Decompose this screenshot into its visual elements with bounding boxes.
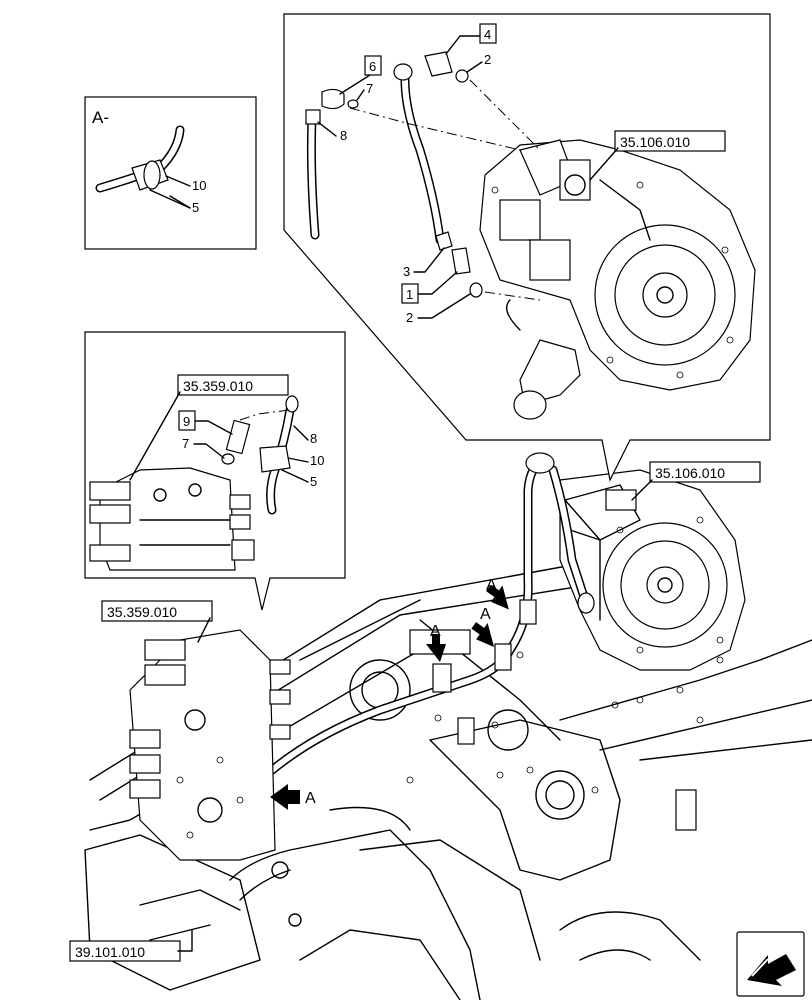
callout-10-middle: 10: [310, 453, 324, 468]
detail-a-label: A-: [92, 108, 109, 127]
view-label-a2: A: [480, 606, 491, 623]
callout-10-detail-a: 10: [192, 178, 206, 193]
main-pump-illustration: [559, 469, 746, 671]
ref-box-pump-top: 35.106.010: [589, 130, 726, 181]
callout-2-bottom: 2: [406, 310, 413, 325]
view-arrow-a4: A: [270, 784, 316, 810]
view-arrow-a2: A: [471, 606, 495, 647]
ref-box-valve-main: 35.359.010: [101, 600, 213, 643]
callout-box-4: [479, 23, 497, 44]
view-label-a4: A: [305, 790, 316, 807]
callout-7-top: 7: [366, 81, 373, 96]
ref-label-pump-main: 35.106.010: [655, 465, 725, 481]
callout-8-middle: 8: [310, 431, 317, 446]
ref-box-pump-main: 35.106.010: [631, 461, 761, 501]
callout-8-top: 8: [340, 128, 347, 143]
detail-a-panel: A-: [84, 96, 257, 250]
ref-box-frame: 39.101.010: [69, 929, 193, 962]
callout-6: 6: [369, 59, 376, 74]
next-page-arrow-icon[interactable]: [736, 931, 805, 997]
ref-label-valve-main: 35.359.010: [107, 604, 177, 620]
callout-box-6: [364, 55, 382, 76]
ref-label-frame: 39.101.010: [75, 944, 145, 960]
view-label-a1: A: [486, 577, 497, 594]
callout-9: 9: [183, 414, 190, 429]
ref-label-valve-detail: 35.359.010: [183, 378, 253, 394]
main-valve-illustration: [129, 629, 291, 861]
callout-5-middle: 5: [310, 474, 317, 489]
valve-detail-panel: [84, 331, 346, 611]
view-label-a3: A: [430, 623, 441, 640]
ref-box-valve-detail: 35.359.010: [129, 374, 289, 481]
callout-5-detail-a: 5: [192, 200, 199, 215]
view-arrow-a3: A: [426, 623, 446, 662]
callout-3: 3: [403, 264, 410, 279]
ref-label-pump-top: 35.106.010: [620, 134, 690, 150]
callout-1: 1: [406, 287, 413, 302]
view-arrow-a1: A: [486, 577, 509, 610]
callout-4: 4: [484, 27, 491, 42]
callout-7-middle: 7: [182, 436, 189, 451]
callouts: 6 4 2 7 8 3 1 2 10 5 9 7: [149, 23, 497, 489]
callout-2-top: 2: [484, 52, 491, 67]
